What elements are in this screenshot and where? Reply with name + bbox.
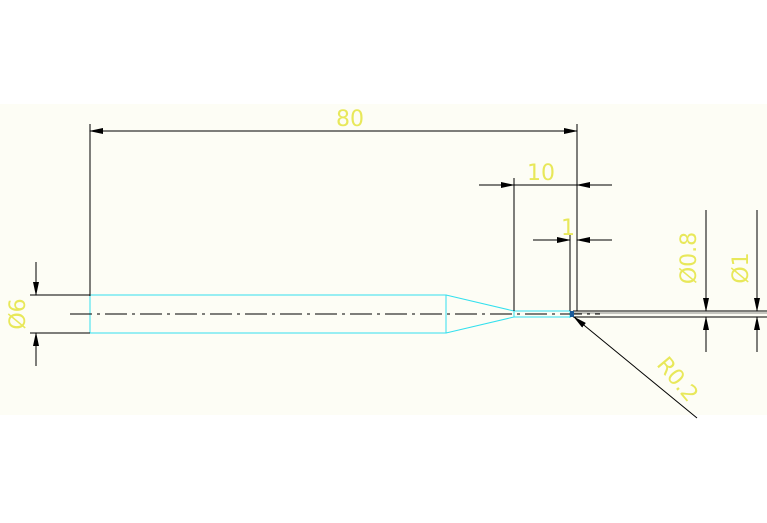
- dim-text-shank-diameter: Ø6: [6, 298, 31, 329]
- dim-taper-length: [479, 178, 612, 311]
- dim-tip-length: [533, 234, 612, 311]
- dim-text-taper-length: 10: [527, 161, 555, 186]
- dim-text-neck-diameter: Ø0.8: [677, 232, 702, 284]
- dim-text-tip-diameter: Ø1: [729, 252, 754, 283]
- dim-text-tip-radius: R0.2: [651, 353, 702, 408]
- dim-tip-radius-leader: [573, 316, 698, 419]
- tip-point: [570, 311, 574, 317]
- dim-shank-diameter: [30, 262, 90, 366]
- dim-text-tip-length: 1: [561, 216, 575, 241]
- dim-text-overall-length: 80: [336, 107, 364, 132]
- drawing-area: [0, 104, 767, 415]
- dim-overall-length: [89, 124, 578, 311]
- tip-lines: [570, 310, 767, 318]
